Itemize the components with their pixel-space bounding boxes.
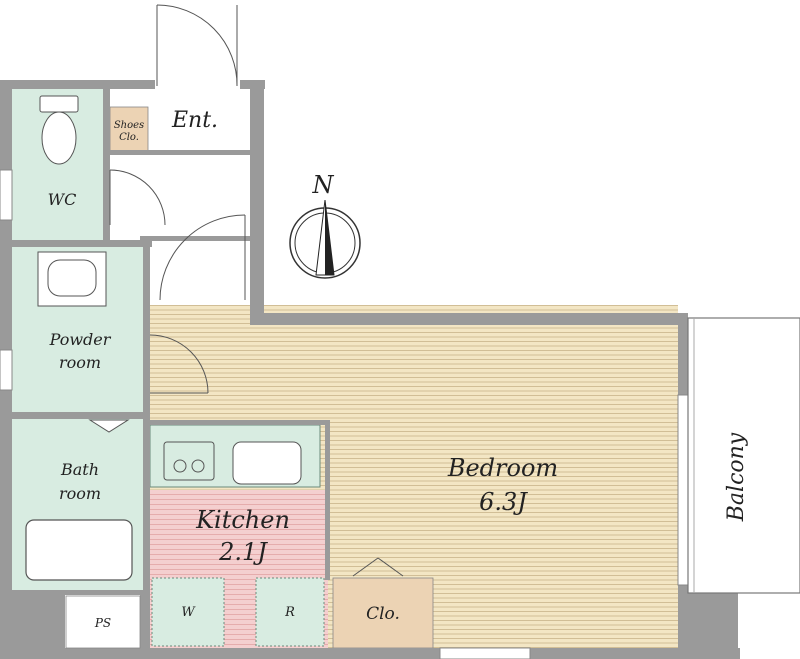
compass-icon [289, 199, 361, 279]
ps-area [65, 595, 141, 649]
ps-label: PS [94, 616, 111, 630]
balcony-label: Balcony [724, 432, 749, 522]
entrance-label: Ent. [171, 108, 218, 133]
refrigerator-label: R [284, 605, 295, 620]
bath-entry-mark [88, 419, 130, 433]
bedroom-size-label: 6.3J [479, 488, 528, 516]
bath-label-1: Bath [60, 460, 99, 479]
refrigerator-area [255, 577, 325, 647]
entrance-door [156, 4, 238, 87]
compass-label: N [312, 171, 335, 199]
shoes-closet-label-1: Shoes [114, 120, 144, 131]
shoes-closet-label-2: Clo. [119, 132, 139, 143]
stove-icon [163, 441, 215, 481]
washer-label: W [181, 605, 196, 620]
toilet-icon [39, 95, 79, 165]
interior-doors [109, 169, 404, 577]
sink-icon [232, 441, 302, 485]
washer-area [151, 577, 225, 647]
bedroom-name-label: Bedroom [447, 454, 558, 482]
kitchen-size-label: 2.1J [218, 538, 268, 566]
shoes-closet-area [109, 106, 149, 152]
balcony-area [687, 317, 800, 594]
windows [0, 169, 689, 659]
powder-label-2: room [59, 353, 101, 372]
closet-area [332, 577, 434, 649]
kitchen-name-label: Kitchen [195, 506, 290, 534]
wc-label: WC [48, 190, 77, 209]
bath-label-2: room [59, 484, 101, 503]
closet-label: Clo. [366, 604, 400, 624]
bathtub-icon [25, 519, 133, 581]
powder-label-1: Powder [49, 330, 112, 349]
washbasin-icon [37, 251, 107, 307]
